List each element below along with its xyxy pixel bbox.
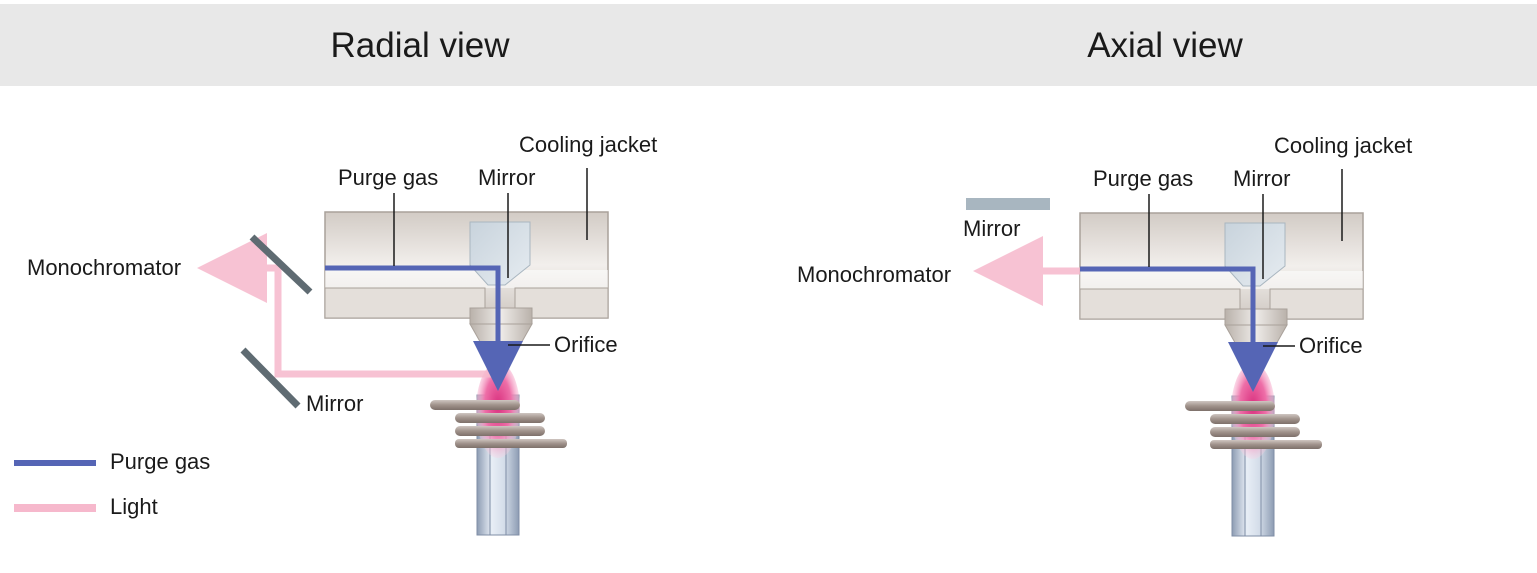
jacket-channel (325, 270, 608, 288)
legend-label-light: Light (110, 494, 158, 519)
jacket-lower-left (324, 287, 486, 319)
label-mirror-bottom: Mirror (306, 391, 363, 416)
header-band (0, 4, 1537, 86)
label-purge-gas: Purge gas (1093, 166, 1193, 191)
orifice-collar (469, 307, 533, 325)
induction-coil (1185, 401, 1322, 449)
radial-view-title: Radial view (330, 26, 510, 65)
label-mirror-left: Mirror (963, 216, 1020, 241)
label-orifice: Orifice (1299, 333, 1363, 358)
orifice-cone (1224, 324, 1288, 370)
mirror-upper (249, 234, 313, 295)
radial-diagram: Cooling jacket Purge gas Mirror Monochro… (27, 132, 657, 536)
purge-gas-path (1080, 266, 1278, 392)
label-cooling-jacket: Cooling jacket (519, 132, 657, 157)
orifice-collar (1224, 308, 1288, 326)
label-monochromator: Monochromator (797, 262, 951, 287)
label-monochromator: Monochromator (27, 255, 181, 280)
label-orifice: Orifice (554, 332, 618, 357)
jacket-lower-left (1079, 288, 1241, 320)
mirror-left (966, 198, 1050, 210)
light-path (197, 233, 495, 378)
legend: Purge gas Light (14, 449, 210, 519)
label-mirror-top: Mirror (478, 165, 535, 190)
jacket-channel (1080, 271, 1363, 289)
legend-label-purge-gas: Purge gas (110, 449, 210, 474)
induction-coil (430, 400, 567, 448)
jacket-lower-right (514, 287, 609, 319)
axial-diagram: Cooling jacket Purge gas Mirror Mirror M… (797, 133, 1412, 537)
orifice-cone (469, 323, 533, 369)
purge-gas-path (325, 265, 523, 391)
label-mirror-top: Mirror (1233, 166, 1290, 191)
axial-view-title: Axial view (1087, 26, 1243, 65)
label-cooling-jacket: Cooling jacket (1274, 133, 1412, 158)
mirror-lower (240, 347, 301, 409)
label-purge-gas: Purge gas (338, 165, 438, 190)
